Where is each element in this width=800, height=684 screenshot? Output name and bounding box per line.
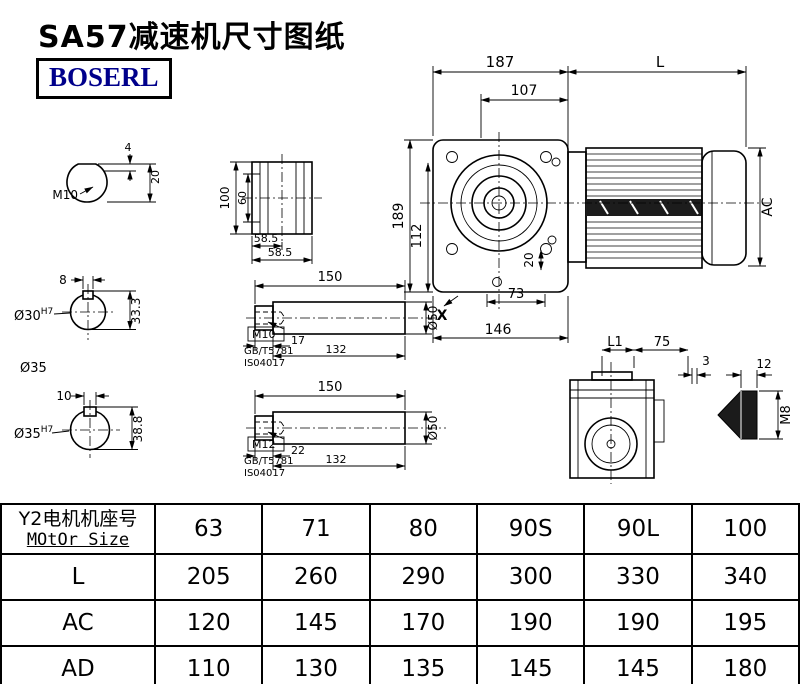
motor-size-63: 63 (153, 503, 264, 555)
label-bore-35: Ø35H7 (14, 425, 53, 442)
dim-3: 3 (702, 354, 710, 368)
motor-size-90s: 90S (475, 503, 586, 555)
cell-L-4: 330 (583, 553, 693, 601)
motor-size-71: 71 (261, 503, 371, 555)
cell-AC-3: 190 (475, 599, 586, 647)
cell-AD-1: 130 (261, 645, 371, 684)
row-label-L: L (0, 553, 156, 601)
table-row-AC: AC 120 145 170 190 190 195 (0, 599, 800, 647)
shaft-end-detail: 12 M8 (717, 357, 794, 440)
cell-AC-1: 145 (261, 599, 371, 647)
cell-L-5: 340 (690, 553, 800, 601)
dim-58-5-b: 58.5 (268, 246, 293, 259)
cell-AC-2: 170 (368, 599, 478, 647)
technical-drawing: 187 L 107 189 112 20 X 73 (14, 53, 794, 484)
shaft-section-a: M10 4 20 (52, 141, 162, 203)
shaft2-dim-d50: Ø50 (426, 416, 440, 441)
cell-AD-3: 145 (475, 645, 586, 684)
shaft2-dim-150: 150 (318, 380, 343, 395)
cell-L-2: 290 (368, 553, 478, 601)
motor-frame-label-cn: Y2电机机座号 (18, 508, 138, 530)
dim-60: 60 (236, 191, 249, 205)
flange-face-view: 100 60 58.5 58.5 (218, 154, 322, 264)
row-label-AC: AC (0, 599, 156, 647)
cell-AD-2: 135 (368, 645, 478, 684)
main-view-dimensions: 187 L 107 189 112 20 X 73 (391, 53, 776, 343)
cell-AD-0: 110 (153, 645, 264, 684)
dim-146: 146 (485, 322, 512, 338)
bore-30-view: 8 Ø30H7 33.3 (14, 273, 143, 340)
shaft-end-cone (717, 390, 758, 440)
shaft1-dim-150: 150 (318, 270, 343, 285)
dim-33-3: 33.3 (129, 298, 143, 325)
motor-fan-cover (701, 150, 747, 266)
page-title: SA57减速机尺寸图纸 (38, 20, 346, 55)
shaft2-thread-callout: M12 (252, 438, 276, 451)
dim-100: 100 (218, 187, 232, 210)
cell-L-1: 260 (261, 553, 371, 601)
dim-187: 187 (486, 53, 515, 71)
shaft2-std-gb: GB/T5781 (244, 456, 294, 467)
side-view-cap (591, 371, 633, 381)
shaft-drawing-2: 150 Ø50 M12 22 132 GB/T5781 IS04017 (243, 380, 446, 479)
side-view-dimensions: L1 75 3 (601, 335, 711, 384)
dimension-table: Y2电机机座号 MOtOr Size 63 71 80 90S 90L 100 … (0, 503, 800, 684)
motor-size-100: 100 (690, 503, 800, 555)
gearbox-bolt-holes (446, 151, 561, 287)
row-label-AD: AD (0, 645, 156, 684)
cell-L-3: 300 (475, 553, 586, 601)
motor-size-80: 80 (368, 503, 478, 555)
thread-callout-m10: M10 (52, 188, 78, 202)
label-bore-30: Ø30H7 (14, 307, 53, 324)
cell-AD-4: 145 (583, 645, 693, 684)
shaft1-std-gb: GB/T5781 (244, 346, 294, 357)
motor-size-90l: 90L (583, 503, 693, 555)
shaft2-std-iso: IS04017 (244, 468, 285, 479)
cell-AC-4: 190 (583, 599, 693, 647)
label-d35: Ø35 (20, 361, 47, 376)
shaft1-dim-d50: Ø50 (426, 306, 440, 331)
cell-L-0: 205 (153, 553, 264, 601)
motor-fins (586, 153, 702, 259)
shaft2-dim-22: 22 (291, 444, 305, 457)
shaft1-thread-callout: M10 (252, 328, 276, 341)
cell-AD-5: 180 (690, 645, 800, 684)
d-shape-section (66, 163, 108, 203)
dim-L1: L1 (607, 335, 623, 350)
dim-10: 10 (56, 389, 71, 403)
motor-size-header-cell: Y2电机机座号 MOtOr Size (0, 503, 156, 555)
shaft1-dim-17: 17 (291, 334, 305, 347)
motor-frame-label-en: MOtOr Size (26, 530, 130, 550)
table-header-row: Y2电机机座号 MOtOr Size 63 71 80 90S 90L 100 (0, 503, 800, 555)
dim-12: 12 (756, 357, 771, 371)
dim-4: 4 (125, 141, 132, 154)
dim-20: 20 (522, 252, 536, 267)
dim-M8: M8 (779, 405, 794, 425)
cell-AC-0: 120 (153, 599, 264, 647)
shaft1-std-iso: IS04017 (244, 358, 285, 369)
dim-189: 189 (391, 203, 407, 230)
bore-35-view: 10 Ø35H7 38.8 (14, 389, 145, 458)
shaft2-dim-132: 132 (326, 453, 347, 466)
table-row-AD: AD 110 130 135 145 145 180 (0, 645, 800, 684)
side-view: L1 75 3 (569, 335, 711, 484)
dim-20-section: 20 (149, 170, 162, 184)
motor-flange (567, 151, 587, 263)
dim-107: 107 (511, 83, 538, 99)
table-row-L: L 205 260 290 300 330 340 (0, 553, 800, 601)
dim-38-8: 38.8 (131, 416, 145, 443)
dim-AC: AC (760, 197, 776, 216)
dim-58-5-a: 58.5 (254, 232, 279, 245)
shaft-drawing-1: 150 Ø50 M10 17 132 GB/T5781 IS04017 (243, 270, 446, 369)
shaft1-dim-132: 132 (326, 343, 347, 356)
dim-8: 8 (59, 273, 67, 287)
cell-AC-5: 195 (690, 599, 800, 647)
dim-L: L (656, 53, 665, 71)
dim-73: 73 (508, 287, 525, 302)
main-view: 187 L 107 189 112 20 X 73 (391, 53, 776, 343)
brand-logo: BOSERL (36, 58, 172, 99)
axis-label-x: X (437, 308, 448, 324)
dim-112: 112 (410, 224, 425, 249)
dim-75: 75 (654, 335, 671, 350)
